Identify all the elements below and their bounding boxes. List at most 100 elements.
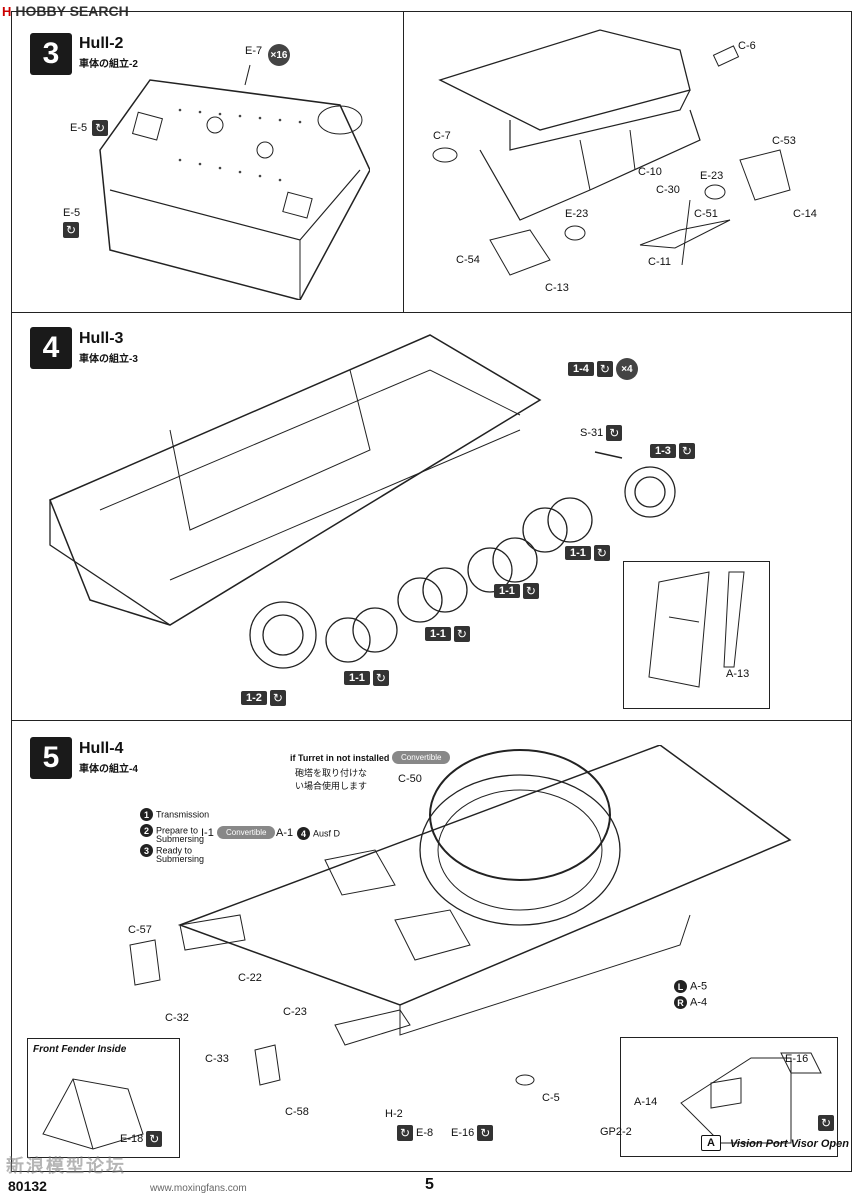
label-c11: C-11 (648, 256, 672, 268)
brand-logo: H (2, 3, 12, 19)
detail-drawing (648, 571, 745, 688)
step4-subtitle: 車体の組立-3 (79, 354, 138, 365)
label-c7: C-7 (433, 130, 451, 142)
tag-1-1-c: 1-1 ↻ (425, 626, 470, 642)
step4-number: 4 (30, 327, 72, 369)
cycle-icon: ↻ (678, 443, 695, 459)
part-box-a: A (701, 1135, 721, 1151)
cycle-icon: ↻ (397, 1125, 413, 1141)
label-c14: C-14 (793, 208, 817, 220)
label-gp22: GP2-2 (600, 1126, 632, 1138)
convertible-badge-2: Convertible (217, 826, 276, 839)
label-e5-top: E-5 (70, 122, 88, 134)
cycle-icon: ↻ (372, 670, 389, 686)
label-c22: C-22 (238, 972, 262, 984)
option-2b: Submersing (156, 834, 205, 844)
label-a1: A-1 (276, 827, 294, 839)
option-2-number: 2 (140, 824, 153, 837)
cycle-icon: ↻ (269, 690, 286, 706)
tag-e8: ↻ E-8 (397, 1125, 433, 1141)
label-a5-text: A-5 (690, 980, 708, 993)
step5-number: 5 (30, 737, 72, 779)
tag-e18: E-18 ↻ (120, 1131, 163, 1147)
label-i1: I-1 (201, 827, 214, 839)
tag-1-3: 1-3 ↻ (650, 443, 695, 459)
label-c53: C-53 (772, 135, 796, 147)
front-fender-title: Front Fender Inside (33, 1044, 127, 1055)
option-1-label: Transmission (156, 809, 210, 820)
option-1-number: 1 (140, 808, 153, 821)
option-3-label: Ready to (156, 845, 193, 856)
step5-hull-drawing (129, 745, 792, 1086)
label-c13: C-13 (545, 282, 569, 294)
cycle-icon: ↻ (522, 583, 539, 599)
cycle-icon: ↻ (146, 1131, 163, 1147)
label-c51: C-51 (694, 208, 718, 220)
label-c23: C-23 (283, 1006, 307, 1018)
label-c32: C-32 (165, 1012, 189, 1024)
left-marker: L (674, 980, 687, 993)
turret-note-jp2: い場合使用します (295, 781, 368, 791)
cycle-icon: ↻ (596, 361, 613, 377)
step5-panel (11, 720, 852, 1172)
label-c30: C-30 (656, 184, 680, 196)
tag-1-4: 1-4 ↻ ×4 (568, 358, 638, 380)
step4-hull-drawing (49, 334, 676, 669)
turret-note-jp1: 砲塔を取り付けな (295, 768, 368, 778)
step3-hull-drawing (99, 64, 370, 300)
label-e16: E-16 (451, 1127, 475, 1139)
tag-1-1-d: 1-1 ↻ (344, 670, 389, 686)
cycle-icon: ↻ (453, 626, 470, 642)
tag-1-2: 1-2 ↻ (241, 690, 286, 706)
cycle-icon: ↻ (92, 120, 108, 136)
badge-x4: ×4 (615, 358, 638, 380)
product-code: 80132 (8, 1178, 47, 1194)
label-e16-vision: E-16 (785, 1053, 809, 1065)
label-e23-left: E-23 (565, 208, 589, 220)
cycle-icon: ↻ (818, 1115, 834, 1131)
convertible-badge: Convertible (392, 751, 451, 764)
option-4-number: 4 (297, 827, 310, 840)
badge-x16: ×16 (268, 44, 290, 66)
step3-title: Hull-2 (79, 35, 124, 52)
front-fender-inset (27, 1038, 180, 1158)
page-number: 5 (425, 1176, 434, 1193)
watermark: 新浪模型论坛 (6, 1156, 126, 1176)
label-a4-text: A-4 (690, 996, 708, 1009)
step4-detail-inset (623, 561, 770, 709)
fender-drawing (42, 1078, 144, 1150)
step3-rear-drawing (432, 29, 791, 276)
label-c50: C-50 (398, 773, 422, 785)
label-a13: A-13 (726, 668, 750, 680)
label-c58: C-58 (285, 1106, 309, 1118)
tag-1-1-b: 1-1 ↻ (494, 583, 539, 599)
option-3b: Submersing (156, 854, 205, 864)
label-c10: C-10 (638, 166, 662, 178)
cycle-icon: ↻ (63, 222, 79, 238)
cycle-icon: ↻ (477, 1125, 494, 1141)
step3-subtitle: 車体の組立-2 (79, 59, 138, 70)
watermark-site: www.moxingfans.com (150, 1183, 247, 1194)
label-c54: C-54 (456, 254, 480, 266)
ref-box: 1-4 (568, 362, 594, 376)
label-c57: C-57 (128, 924, 152, 936)
step3-number: 3 (30, 33, 72, 75)
label-a14: A-14 (634, 1096, 658, 1108)
label-e7: E-7 (245, 45, 263, 57)
ref-box: 1-3 (650, 444, 676, 458)
cycle-icon: ↻ (593, 545, 610, 561)
ref-box: 1-1 (425, 627, 451, 641)
label-e23-right: E-23 (700, 170, 724, 182)
label-e18: E-18 (120, 1133, 144, 1145)
tag-1-1-a: 1-1 ↻ (565, 545, 610, 561)
label-e5-bottom: E-5 (63, 207, 81, 219)
ref-box: 1-1 (344, 671, 370, 685)
step5-title: Hull-4 (79, 740, 124, 757)
label-c5: C-5 (542, 1092, 560, 1104)
ref-box: 1-1 (565, 546, 591, 560)
